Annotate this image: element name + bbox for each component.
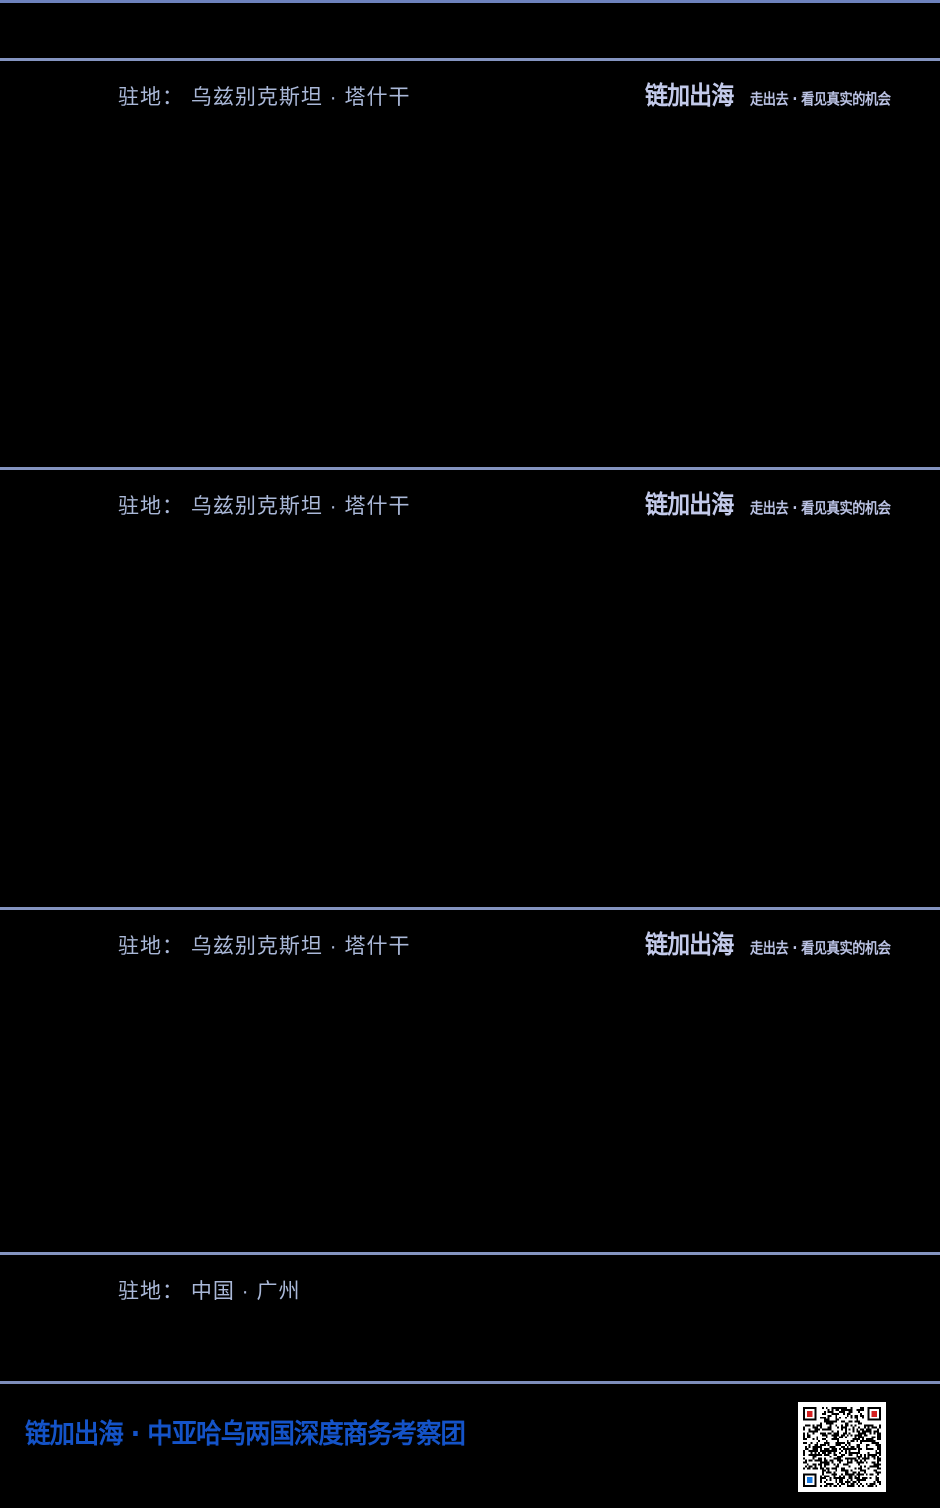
itinerary-section-day-4: 驻地： 中国 · 广州: [0, 1252, 940, 1381]
section-divider-2: [0, 467, 940, 470]
top-accent-rule: [0, 0, 940, 3]
base-value: 乌兹别克斯坦 · 塔什干: [190, 495, 411, 518]
base-label: 驻地：: [118, 86, 184, 109]
base-label: 驻地：: [118, 495, 184, 518]
brand-lockup: 链加出海 走出去 · 看见真实的机会: [645, 76, 910, 112]
brand-lockup: 链加出海 走出去 · 看见真实的机会: [645, 485, 910, 521]
itinerary-section-day-2: 驻地： 乌兹别克斯坦 · 塔什干 链加出海 走出去 · 看见真实的机会: [0, 467, 940, 907]
brand-lockup: 链加出海 走出去 · 看见真实的机会: [645, 925, 910, 961]
base-location-line: 驻地： 乌兹别克斯坦 · 塔什干: [118, 933, 411, 961]
base-label: 驻地：: [118, 935, 184, 958]
section-divider-4: [0, 1252, 940, 1255]
section-divider-1: [0, 58, 940, 61]
footer-divider: [0, 1381, 940, 1384]
brand-logo-text: 链加出海: [645, 930, 734, 959]
itinerary-section-day-1: 驻地： 乌兹别克斯坦 · 塔什干 链加出海 走出去 · 看见真实的机会: [0, 58, 940, 467]
footer-bar: 链加出海 · 中亚哈乌两国深度商务考察团: [0, 1384, 940, 1508]
brand-tagline: 走出去 · 看见真实的机会: [750, 90, 891, 108]
base-location-line: 驻地： 乌兹别克斯坦 · 塔什干: [118, 84, 411, 112]
brand-logo-text: 链加出海: [645, 81, 734, 110]
qr-code-canvas: [803, 1407, 881, 1487]
itinerary-section-day-3: 驻地： 乌兹别克斯坦 · 塔什干 链加出海 走出去 · 看见真实的机会: [0, 907, 940, 1252]
brand-tagline: 走出去 · 看见真实的机会: [750, 499, 891, 517]
base-location-line: 驻地： 乌兹别克斯坦 · 塔什干: [118, 493, 411, 521]
base-value: 乌兹别克斯坦 · 塔什干: [190, 86, 411, 109]
section-divider-3: [0, 907, 940, 910]
base-location-line: 驻地： 中国 · 广州: [118, 1278, 301, 1306]
footer-program-title: 链加出海 · 中亚哈乌两国深度商务考察团: [25, 1419, 466, 1450]
base-label: 驻地：: [118, 1280, 184, 1303]
brand-tagline: 走出去 · 看见真实的机会: [750, 939, 891, 957]
base-value: 中国 · 广州: [190, 1280, 301, 1303]
brand-logo-text: 链加出海: [645, 490, 734, 519]
qr-code[interactable]: [798, 1402, 886, 1492]
base-value: 乌兹别克斯坦 · 塔什干: [190, 935, 411, 958]
